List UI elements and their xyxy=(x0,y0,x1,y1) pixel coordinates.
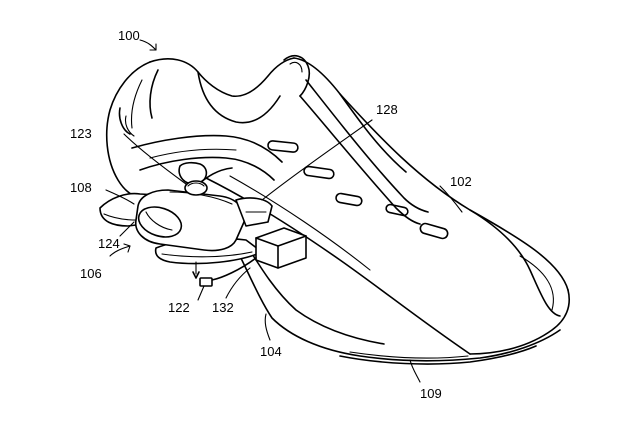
reference-labels: 100 128 123 108 102 124 106 122 132 104 … xyxy=(70,28,472,401)
label-104: 104 xyxy=(260,344,282,359)
transmitter-box xyxy=(255,227,307,269)
vent-slots xyxy=(267,140,449,240)
shoe-upper xyxy=(105,54,570,355)
label-100: 100 xyxy=(118,28,140,43)
label-124: 124 xyxy=(98,236,120,251)
button-123 xyxy=(184,180,208,196)
sensor-housing xyxy=(135,189,273,252)
leader-lines xyxy=(105,39,463,383)
label-109: 109 xyxy=(420,386,442,401)
label-123: 123 xyxy=(70,126,92,141)
label-108: 108 xyxy=(70,180,92,195)
label-132: 132 xyxy=(212,300,234,315)
label-102: 102 xyxy=(450,174,472,189)
label-128: 128 xyxy=(376,102,398,117)
wire-connector xyxy=(192,257,257,287)
label-106: 106 xyxy=(80,266,102,281)
label-122: 122 xyxy=(168,300,190,315)
